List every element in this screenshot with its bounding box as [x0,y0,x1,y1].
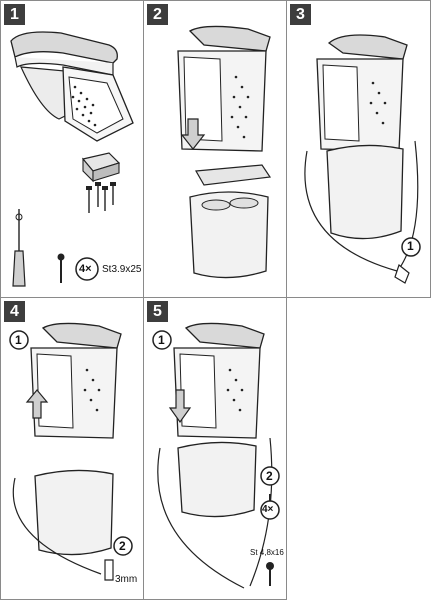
armrest-mount-illustration [177,25,272,279]
step-5-panel: 5 1 2 4× St 4,8x16 [143,297,287,600]
screw-quantity: 4× [262,504,274,515]
hex-key-icon [104,559,114,581]
step-2-panel: 2 [143,0,287,298]
screw-spec-label: St3.9x25 [102,264,142,275]
armrest-removal-illustration [9,322,133,581]
sub-step-number-a: 1 [158,333,165,347]
step-number-badge: 1 [4,4,25,25]
screw-spec-label: St 4,8x16 [250,548,284,557]
step-number-badge: 4 [4,301,25,322]
tool-size-label: 3mm [115,574,138,585]
sub-step-number-a: 1 [15,333,22,347]
step-number-badge: 5 [147,301,168,322]
armrest-fit-illustration [304,34,421,284]
clip-icon [394,263,410,284]
screw-quantity: 4× [79,263,92,275]
armrest-final-illustration [152,322,280,589]
step-3-panel: 3 1 [286,0,431,298]
armrest-assembly-illustration [10,31,134,287]
step-number-badge: 2 [147,4,168,25]
sub-step-number: 1 [407,239,414,253]
sub-step-number-b: 2 [266,469,273,483]
sub-step-number-b: 2 [119,539,126,553]
step-1-panel: 1 [0,0,144,298]
step-4-panel: 4 1 2 3mm [0,297,144,600]
step-number-badge: 3 [290,4,311,25]
